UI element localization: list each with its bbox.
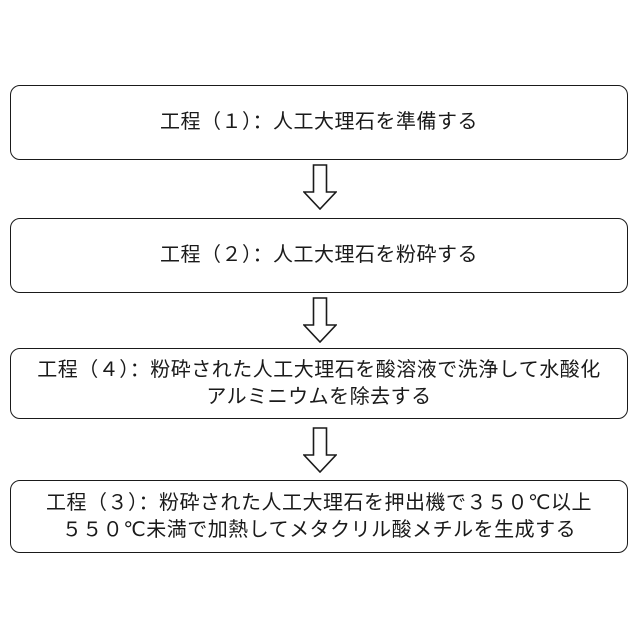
process-step-3-text-line1: 工程（３）：粉砕された人工大理石を押出機で３５０℃以上 [46,491,592,514]
process-step-1-box: 工程（１）：人工大理石を準備する [10,85,628,160]
process-step-3-text-line2: ５５０℃未満で加熱してメタクリル酸メチルを生成する [61,518,577,541]
process-step-4-box: 工程（４）：粉砕された人工大理石を酸溶液で洗浄して水酸化 アルミニウムを除去する [10,348,628,419]
process-step-4-text-line1: 工程（４）：粉砕された人工大理石を酸溶液で洗浄して水酸化 [37,358,601,381]
process-step-2-box: 工程（２）：人工大理石を粉砕する [10,218,628,293]
process-step-1-text: 工程（１）：人工大理石を準備する [160,111,478,133]
process-step-3-box: 工程（３）：粉砕された人工大理石を押出機で３５０℃以上 ５５０℃未満で加熱してメ… [10,480,628,553]
down-arrow-icon [303,164,337,210]
process-step-2-text: 工程（２）：人工大理石を粉砕する [160,244,478,266]
down-arrow-icon [303,297,337,343]
down-arrow-icon [303,427,337,473]
process-step-4-text-line2: アルミニウムを除去する [206,385,432,408]
